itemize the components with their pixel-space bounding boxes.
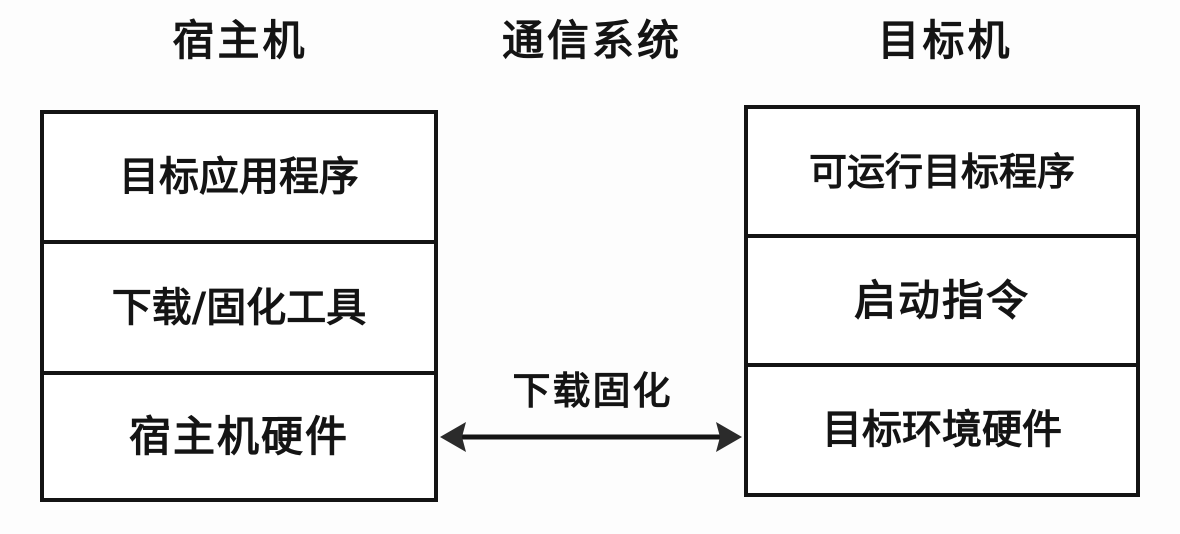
target-row-hardware: 目标环境硬件: [748, 363, 1136, 493]
host-row-application-label: 目标应用程序: [119, 154, 359, 200]
host-row-application: 目标应用程序: [44, 114, 434, 240]
column-title-target: 目标机: [877, 16, 1013, 65]
column-title-host: 宿主机: [172, 16, 308, 65]
host-row-download-tool: 下载/固化工具: [44, 240, 434, 371]
host-row-hardware: 宿主机硬件: [44, 371, 434, 498]
target-row-boot-command-label: 启动指令: [853, 275, 1030, 325]
target-stack: 可运行目标程序 启动指令 目标环境硬件: [744, 105, 1140, 497]
target-row-boot-command: 启动指令: [748, 234, 1136, 363]
target-row-runnable-program: 可运行目标程序: [748, 109, 1136, 234]
double-headed-arrow-icon: [440, 422, 742, 452]
host-stack: 目标应用程序 下载/固化工具 宿主机硬件: [40, 110, 438, 502]
host-row-hardware-label: 宿主机硬件: [128, 411, 349, 461]
download-burn-connector: [432, 408, 750, 468]
target-row-runnable-program-label: 可运行目标程序: [808, 149, 1075, 194]
target-row-hardware-label: 目标环境硬件: [822, 407, 1062, 453]
host-row-download-tool-label: 下载/固化工具: [111, 284, 367, 331]
connector-label: 下载固化: [512, 369, 673, 413]
column-title-communication-system: 通信系统: [501, 16, 682, 65]
